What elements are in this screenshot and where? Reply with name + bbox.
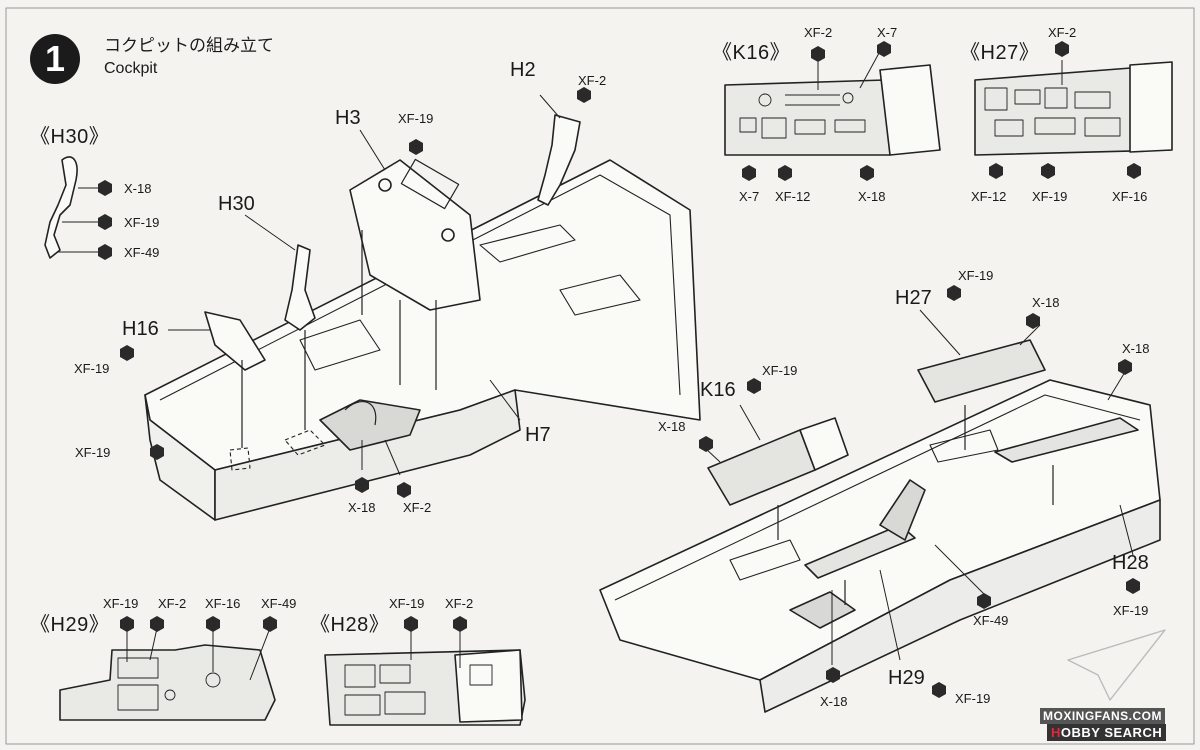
paint-label: X-18: [858, 189, 886, 204]
paint-label: XF-12: [775, 189, 811, 204]
paint-label: XF-19: [958, 268, 994, 283]
paint-label: XF-2: [403, 500, 432, 515]
paint-label: XF-19: [762, 363, 798, 378]
paint-label: XF-2: [445, 596, 474, 611]
paint-label: X-18: [820, 694, 848, 709]
paint-label: XF-16: [205, 596, 241, 611]
paint-label: X-18: [658, 419, 686, 434]
part-label-h27: H27: [895, 287, 932, 309]
paint-label: XF-49: [973, 613, 1009, 628]
part-label-h2: H2: [510, 59, 536, 81]
paint-label: XF-2: [1048, 25, 1077, 40]
paint-label: XF-19: [74, 361, 110, 376]
inset-title-h28: 《H28》: [310, 614, 390, 636]
part-label-h3: H3: [335, 107, 361, 129]
inset-title-h27: 《H27》: [960, 42, 1040, 64]
step-number-badge: 1: [30, 34, 80, 84]
paint-label: XF-2: [804, 25, 833, 40]
paint-label: XF-19: [124, 215, 160, 230]
step-title-english: Cockpit: [104, 60, 158, 77]
paint-label: XF-19: [103, 596, 139, 611]
part-label-h28: H28: [1112, 552, 1149, 574]
inset-title-k16: 《K16》: [712, 42, 791, 64]
watermark-site: MOXINGFANS.COM: [1040, 708, 1166, 724]
watermark-brand: HOBBY SEARCH: [1047, 724, 1167, 741]
inset-title-h30: 《H30》: [30, 126, 110, 148]
paint-label: XF-16: [1112, 189, 1148, 204]
paint-label: XF-49: [261, 596, 297, 611]
paint-label: XF-19: [1032, 189, 1068, 204]
watermark-brand-rest: OBBY SEARCH: [1060, 725, 1163, 740]
paint-label: XF-49: [124, 245, 160, 260]
part-label-k16: K16: [700, 379, 736, 401]
part-label-h30: H30: [218, 193, 255, 215]
paint-label: X-7: [739, 189, 760, 204]
paint-label: XF-12: [971, 189, 1007, 204]
paint-label: XF-19: [389, 596, 425, 611]
paint-label: X-18: [124, 181, 152, 196]
paint-label: XF-19: [1113, 603, 1149, 618]
paint-label: X-18: [1032, 295, 1060, 310]
paint-label: XF-19: [955, 691, 991, 706]
paint-label: X-18: [1122, 341, 1150, 356]
paint-label: XF-19: [75, 445, 111, 460]
part-label-h29: H29: [888, 667, 925, 689]
step-title-japanese: コクピットの組み立て: [104, 36, 274, 55]
inset-title-h29: 《H29》: [30, 614, 110, 636]
paint-label: X-7: [877, 25, 898, 40]
part-label-h16: H16: [122, 318, 159, 340]
paint-label: XF-2: [158, 596, 187, 611]
paint-label: XF-2: [578, 73, 607, 88]
paint-label: XF-19: [398, 111, 434, 126]
paint-label: X-18: [348, 500, 376, 515]
watermark-brand-prefix: H: [1051, 725, 1061, 740]
part-label-h7: H7: [525, 424, 551, 446]
